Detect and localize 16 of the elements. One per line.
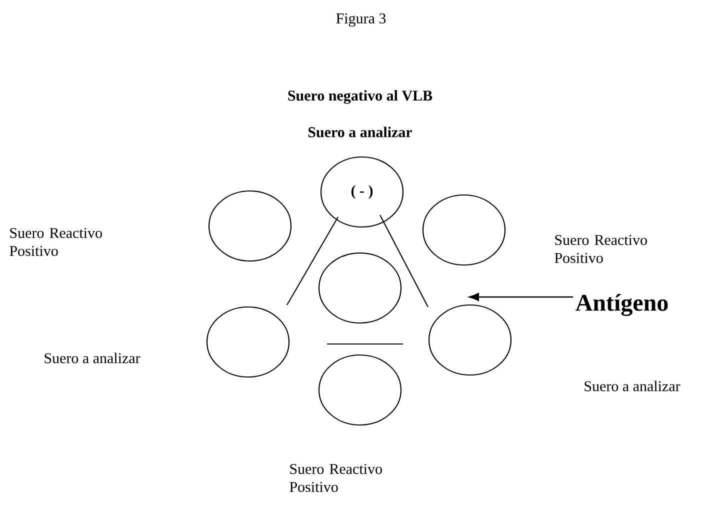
antigen-label: Antígeno (576, 294, 668, 316)
well-circle (428, 304, 512, 376)
well-label: Suero Reactivo Positivo (554, 234, 647, 264)
well-label: Suero a analizar (584, 380, 680, 392)
figure-title: Figura 3 (336, 13, 386, 27)
well-circle (422, 194, 506, 266)
well-circle (318, 252, 402, 324)
well-label: Suero Reactivo Positivo (10, 228, 102, 256)
well-circle (206, 306, 290, 378)
well-circle (208, 190, 292, 262)
well-label: Suero negativo al VLB (288, 90, 432, 104)
arrow (469, 292, 574, 302)
well-circle (318, 354, 402, 426)
well-label: Suero Reactivo Positivo (290, 464, 382, 492)
well-label: Suero a analizar (44, 352, 140, 364)
well-label: Suero a analizar (308, 126, 412, 138)
